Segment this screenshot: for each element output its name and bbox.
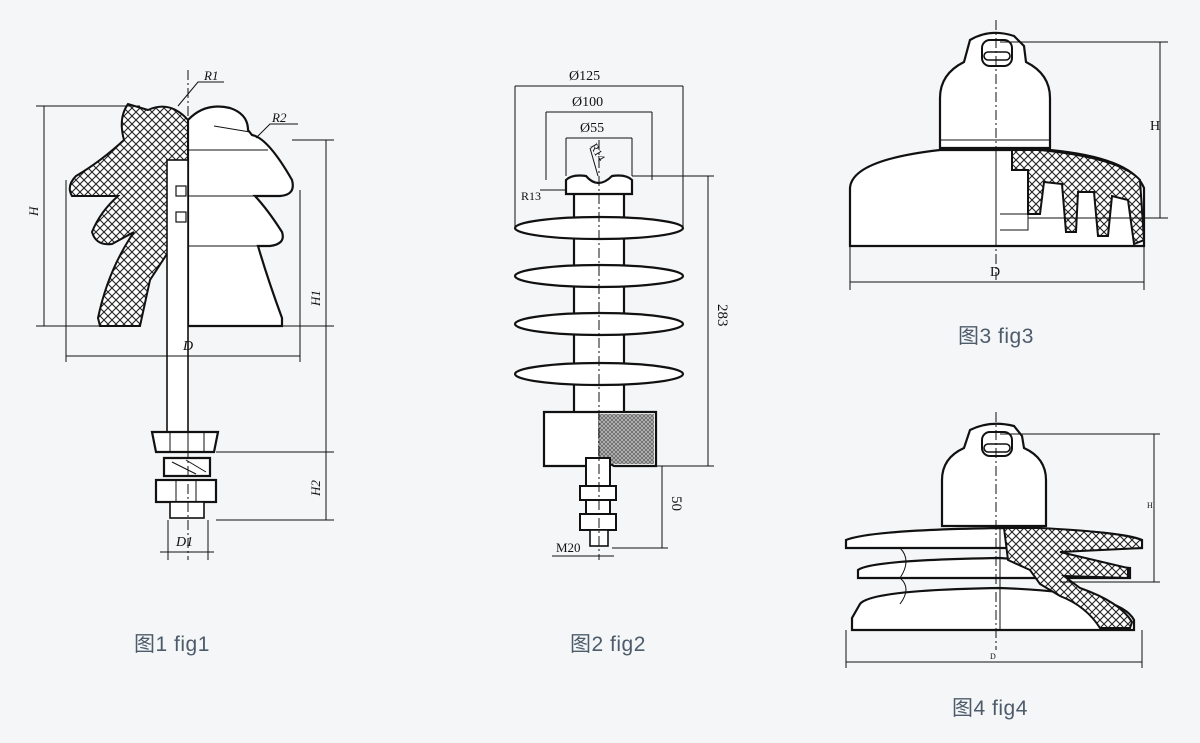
fig1-section-hatch: [68, 102, 189, 327]
fig3-label-h: H: [1150, 119, 1160, 134]
fig1-label-d1: D1: [175, 535, 193, 550]
fig3-disc-insulator-drawing: [848, 20, 1168, 290]
fig4-section-hatch: [1002, 527, 1143, 629]
fig2-label-m20: M20: [556, 540, 581, 555]
fig3-cap: [938, 31, 1052, 150]
fig2-label-d125: Ø125: [569, 69, 600, 84]
fig2-label-r14: R14: [587, 142, 607, 164]
fig2-label-r13: R13: [521, 189, 541, 203]
fig1-label-r1: R1: [203, 68, 218, 83]
fig2-label-283: 283: [714, 304, 730, 327]
fig4-label-d: D: [990, 652, 996, 661]
fig1-label-r2: R2: [271, 110, 287, 125]
fig1-caption: 图1 fig1: [134, 633, 210, 656]
fig2-label-d55: Ø55: [580, 121, 604, 136]
fig3-label-d: D: [990, 265, 1000, 280]
fig4-cap: [940, 422, 1048, 528]
fig1-label-d: D: [182, 339, 193, 354]
fig1-label-h1: H1: [308, 290, 323, 307]
fig3-caption: 图3 fig3: [958, 325, 1034, 348]
fig2-label-50: 50: [668, 496, 684, 511]
fig3-section-hatch: [1011, 149, 1146, 246]
fig1-label-h: H: [26, 206, 41, 217]
fig1-pin-insulator-drawing: [36, 70, 334, 560]
fig4-label-h: H: [1147, 501, 1153, 510]
fig1-pin-collar: [150, 430, 220, 454]
fig1-pin-shank: [166, 159, 189, 433]
fig1-insulator-body: [186, 105, 294, 328]
fig4-fog-disc-insulator-drawing: [844, 412, 1160, 668]
fig1-label-h2: H2: [308, 480, 323, 497]
fig1-nut: [154, 478, 218, 504]
fig2-polymer-insulator-drawing: [513, 85, 714, 560]
fig4-caption: 图4 fig4: [952, 697, 1028, 720]
fig2-label-d100: Ø100: [572, 95, 603, 110]
fig2-caption: 图2 fig2: [570, 633, 646, 656]
